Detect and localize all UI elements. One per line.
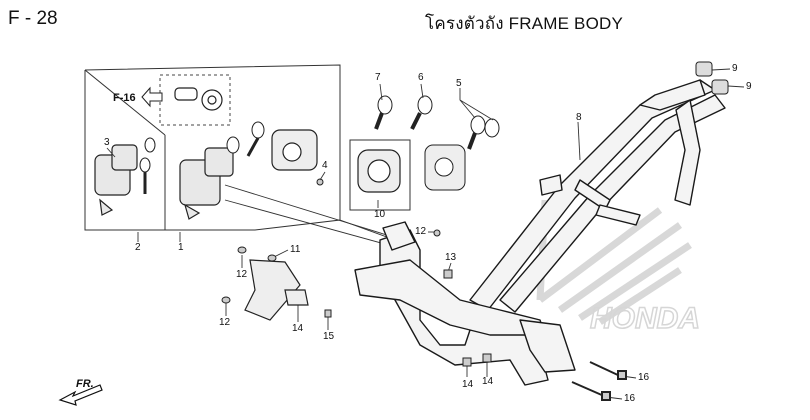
key-icon (226, 121, 265, 157)
callout-14-right: 14 (482, 376, 494, 387)
cover-box (349, 139, 411, 211)
fastener-icons (221, 229, 492, 367)
bolt-16-icon (571, 361, 627, 401)
callout-8: 8 (576, 112, 582, 123)
page-code: F - 28 (8, 8, 58, 29)
key-switch-assembly-3 (94, 144, 138, 216)
frame-body (354, 79, 726, 386)
key-switch-assembly-1 (179, 147, 234, 220)
callout-10: 14 (292, 323, 304, 334)
callout-12-upper: 11 (290, 244, 301, 255)
callout-7: 7 (375, 72, 381, 83)
callout-16-upper: 16 (638, 372, 650, 383)
key-set-5 (424, 115, 500, 191)
callout-14-left: 14 (462, 379, 474, 390)
front-direction-label: FR. (76, 378, 94, 390)
callout-12-lower: 12 (219, 317, 231, 328)
cover-11-icon (357, 149, 401, 193)
callout-1: 1 (178, 242, 184, 253)
callout-6: 6 (418, 72, 424, 83)
callout-13: 12 (415, 226, 427, 237)
ignition-cylinder-sketch (174, 87, 223, 111)
page-title: โครงตัวถัง FRAME BODY (425, 14, 624, 33)
honda-watermark-text: HONDA (590, 302, 700, 335)
leader-lines (106, 68, 745, 400)
callout-12-mid: 12 (236, 269, 248, 280)
callout-3: 3 (104, 137, 110, 148)
front-direction-arrow-icon (58, 384, 103, 406)
callout-5: 5 (456, 78, 462, 89)
callout-16-lower: 16 (624, 393, 636, 404)
callout-4: 4 (322, 160, 328, 171)
callout-9-lower: 9 (746, 81, 752, 92)
callout-11: 10 (374, 209, 386, 220)
key-blank-7 (374, 95, 393, 130)
callout-9-upper: 9 (732, 63, 738, 74)
callout-2: 2 (135, 242, 141, 253)
bracket-10 (244, 259, 309, 321)
callout-14-upper: 13 (445, 252, 457, 263)
callout-15: 15 (323, 331, 335, 342)
key-blank-6 (410, 95, 433, 130)
screw-icon (316, 178, 324, 186)
nut-9-icon (695, 61, 729, 95)
reference-arrow-icon (141, 86, 163, 108)
lock-cover-icon (271, 129, 318, 171)
honda-wing-watermark (536, 199, 692, 325)
reference-label[interactable]: F-16 (113, 92, 136, 104)
key-icon (139, 137, 156, 194)
